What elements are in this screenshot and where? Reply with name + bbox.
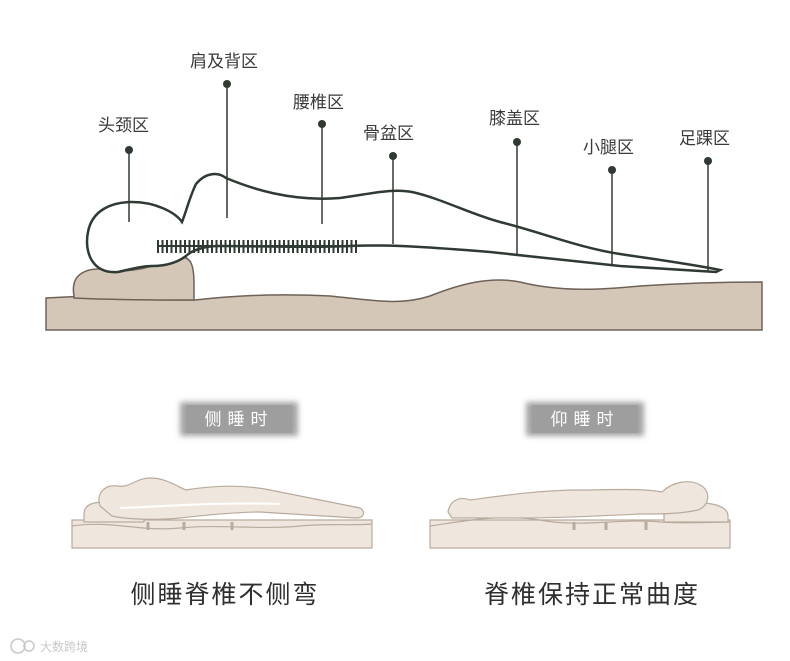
zone-labels: 头颈区 肩及背区 腰椎区 骨盆区 膝盖区 [98, 52, 730, 272]
zone-calf: 小腿区 [583, 138, 634, 264]
sketch-spine-line [119, 502, 281, 509]
body-outline [85, 172, 724, 274]
zone-ankle: 足踝区 [679, 129, 730, 272]
zone-label: 小腿区 [583, 138, 634, 158]
zone-label: 肩及背区 [190, 52, 258, 72]
back-sleep-caption: 脊椎保持正常曲度 [484, 580, 700, 609]
mattress [45, 279, 763, 331]
watermark: 大数跨境 [10, 638, 88, 654]
sketch-body [447, 481, 709, 519]
back-sleep-badge: 仰睡时 [526, 402, 644, 436]
badge-bg-core [186, 405, 292, 433]
zone-pelvis: 骨盆区 [363, 124, 414, 244]
badge-label: 侧睡时 [205, 410, 274, 430]
zone-label: 骨盆区 [363, 124, 414, 144]
side-sleep-caption: 侧睡脊椎不侧弯 [130, 580, 319, 609]
zone-waist: 腰椎区 [293, 93, 344, 224]
zone-shoulder-back: 肩及背区 [190, 52, 258, 218]
back-sleep-illustration [429, 481, 731, 549]
sketch-mattress-wave [429, 516, 731, 527]
sketch-mattress-wave [71, 523, 373, 530]
side-sleep-illustration [71, 477, 373, 549]
badge-label: 仰睡时 [551, 410, 620, 430]
zone-knee: 膝盖区 [489, 109, 540, 254]
spine [157, 240, 357, 253]
zone-label: 膝盖区 [489, 109, 540, 129]
zone-label: 足踝区 [679, 129, 730, 149]
side-sleep-badge: 侧睡时 [180, 402, 298, 436]
badge-bg-core [532, 405, 638, 433]
main-diagram: 头颈区 肩及背区 腰椎区 骨盆区 膝盖区 [45, 52, 763, 331]
watermark-logo-icon [10, 638, 26, 654]
watermark-text: 大数跨境 [40, 639, 88, 654]
zone-label: 头颈区 [98, 116, 149, 136]
sketch-mattress [429, 519, 731, 549]
zone-head-neck: 头颈区 [98, 116, 149, 222]
sketch-body [98, 477, 365, 520]
zone-label: 腰椎区 [293, 93, 344, 113]
watermark-logo-icon [23, 640, 35, 652]
